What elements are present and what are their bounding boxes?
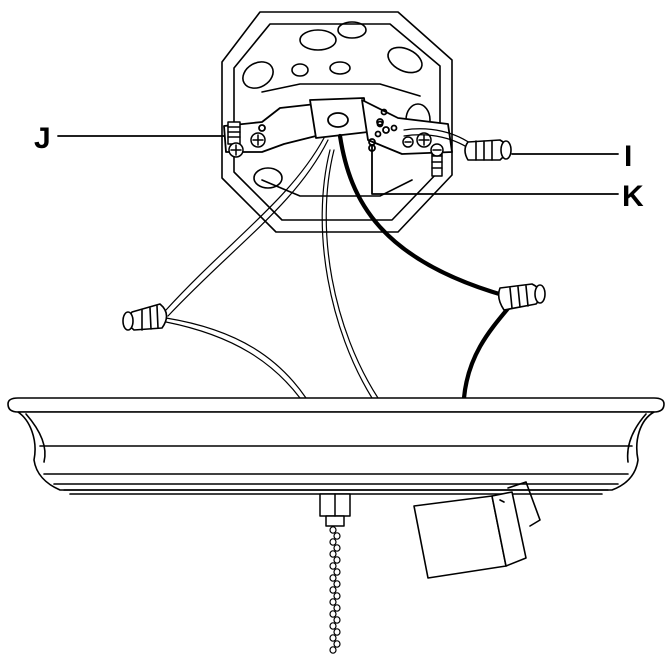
callout-label-k: K [622,180,644,213]
chain-bead [329,574,337,582]
lamp-socket [413,481,541,579]
white-fixture-wire [165,317,307,399]
chain-bead [329,538,337,546]
chain-bead [333,640,341,648]
fixture-pan [7,397,665,495]
chain-bead [333,532,341,540]
chain-bead [329,610,337,618]
chain-bead [333,544,341,552]
center-wire [321,149,373,399]
chain-bead [329,634,337,642]
mounting-screw-left [227,121,244,158]
chain-bead [333,556,341,564]
white-fixture-wire-edge [165,321,301,399]
black-fixture-wire [461,303,513,401]
chain-bead [329,598,337,606]
white-wire [165,137,325,311]
chain-bead [329,562,337,570]
pull-chain-housing [319,493,351,527]
chain-bead [333,568,341,576]
chain-bead [333,628,341,636]
chain-bead [333,616,341,624]
chain-bead [329,550,337,558]
mounting-screw-left-2 [250,132,266,148]
chain-bead [329,526,337,534]
wire-nut-black [497,283,546,311]
white-wire-edge [167,139,329,317]
chain-bead [333,580,341,588]
center-wire-edge [325,149,379,399]
chain-bead [333,604,341,612]
chain-bead [329,622,337,630]
black-wire [337,133,509,299]
ground-screw [402,136,414,148]
callout-leader-k [371,145,619,195]
wire-nut-ground [464,139,512,161]
chain-bead [333,592,341,600]
wire-nut-white [122,303,168,331]
callout-label-j: J [34,122,51,155]
pull-chain [329,526,341,654]
mounting-screw-right [416,132,444,177]
chain-bead [329,586,337,594]
callout-label-i: I [624,140,632,173]
chain-bead [329,646,337,654]
